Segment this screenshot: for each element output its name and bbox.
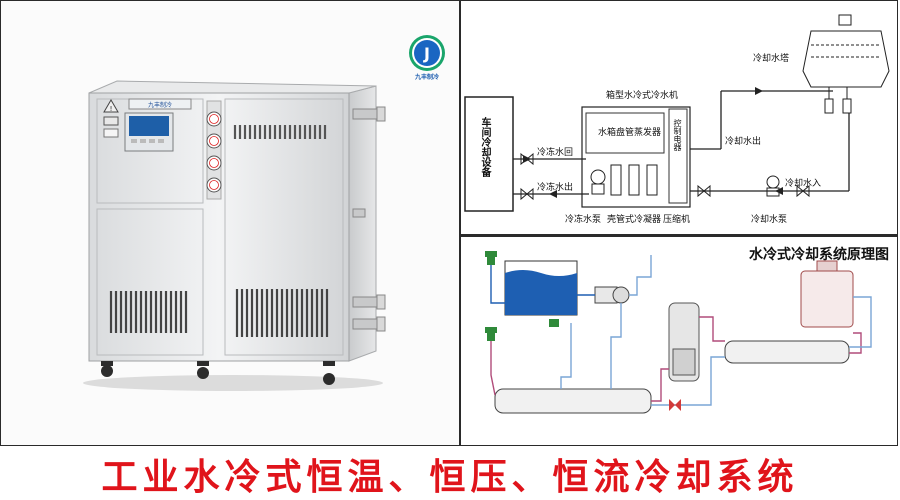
svg-text:J: J: [423, 44, 430, 63]
pipe-outlets: [352, 106, 386, 332]
label-evaporator: 水箱盘管蒸发器: [598, 128, 662, 138]
chiller-photo: ! 九丰制冷: [1, 1, 459, 445]
label-control-box: 控制电器: [673, 119, 682, 151]
image-frame: [0, 0, 898, 446]
divider-horizontal: [461, 234, 897, 237]
label-shell-condenser: 壳管式冷凝器: [607, 215, 662, 225]
label-cooling-water-out: 冷却水出: [725, 137, 762, 147]
divider-vertical: [459, 0, 461, 446]
brand-logo-text: 九丰制冷: [414, 74, 439, 81]
page-caption: 工业水冷式恒温、恒压、恒流冷却系统: [101, 456, 799, 498]
label-chilled-pump: 冷冻水泵: [565, 215, 602, 225]
brand-logo-icon: J: [409, 35, 445, 71]
installation-diagram-lines: [464, 14, 890, 212]
label-compressor: 压缩机: [663, 215, 691, 225]
svg-text:!: !: [110, 105, 113, 113]
label-chilled-water-return: 冷冻水回: [537, 148, 574, 158]
label-cooling-water-in: 冷却水入: [785, 179, 822, 189]
label-chiller: 箱型水冷式冷水机: [606, 91, 679, 101]
principle-diagram: 水冷式冷却系统原理图: [461, 237, 897, 445]
cooling-tower-shape: [802, 14, 890, 114]
principle-diagram-lines: [485, 251, 872, 414]
principle-diagram-title: 水冷式冷却系统原理图: [749, 247, 889, 263]
nameplate-text: 九丰制冷: [148, 101, 172, 109]
label-cooling-pump: 冷却水泵: [751, 215, 788, 225]
label-workshop: 车间冷却设备: [479, 117, 490, 177]
controller-screen: [129, 116, 169, 136]
label-cooling-tower: 冷却水塔: [753, 54, 790, 64]
pressure-gauges: [206, 100, 222, 200]
casters: [101, 361, 335, 385]
chiller-illustration: ! 九丰制冷: [83, 80, 386, 391]
label-chilled-water-out: 冷冻水出: [537, 183, 574, 193]
installation-diagram: 车间冷却设备 箱型水冷式冷水机 水箱盘管蒸发器 控制电器 冷冻水回 冷冻水出 冷…: [461, 1, 897, 234]
